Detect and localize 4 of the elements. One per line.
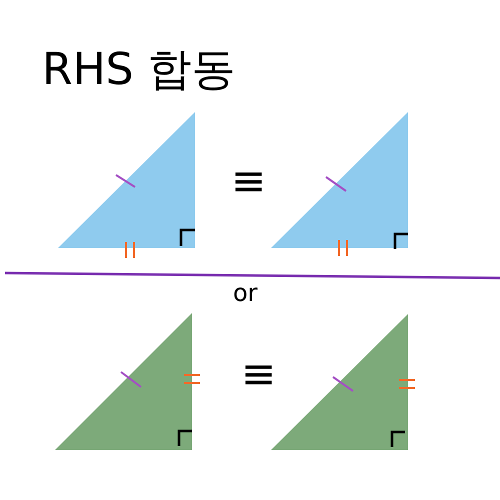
title: RHS 합동 xyxy=(42,48,236,92)
congruence-symbol: ≡ xyxy=(231,160,266,202)
or-text: or xyxy=(233,281,258,305)
congruence-symbol: ≡ xyxy=(241,353,276,395)
